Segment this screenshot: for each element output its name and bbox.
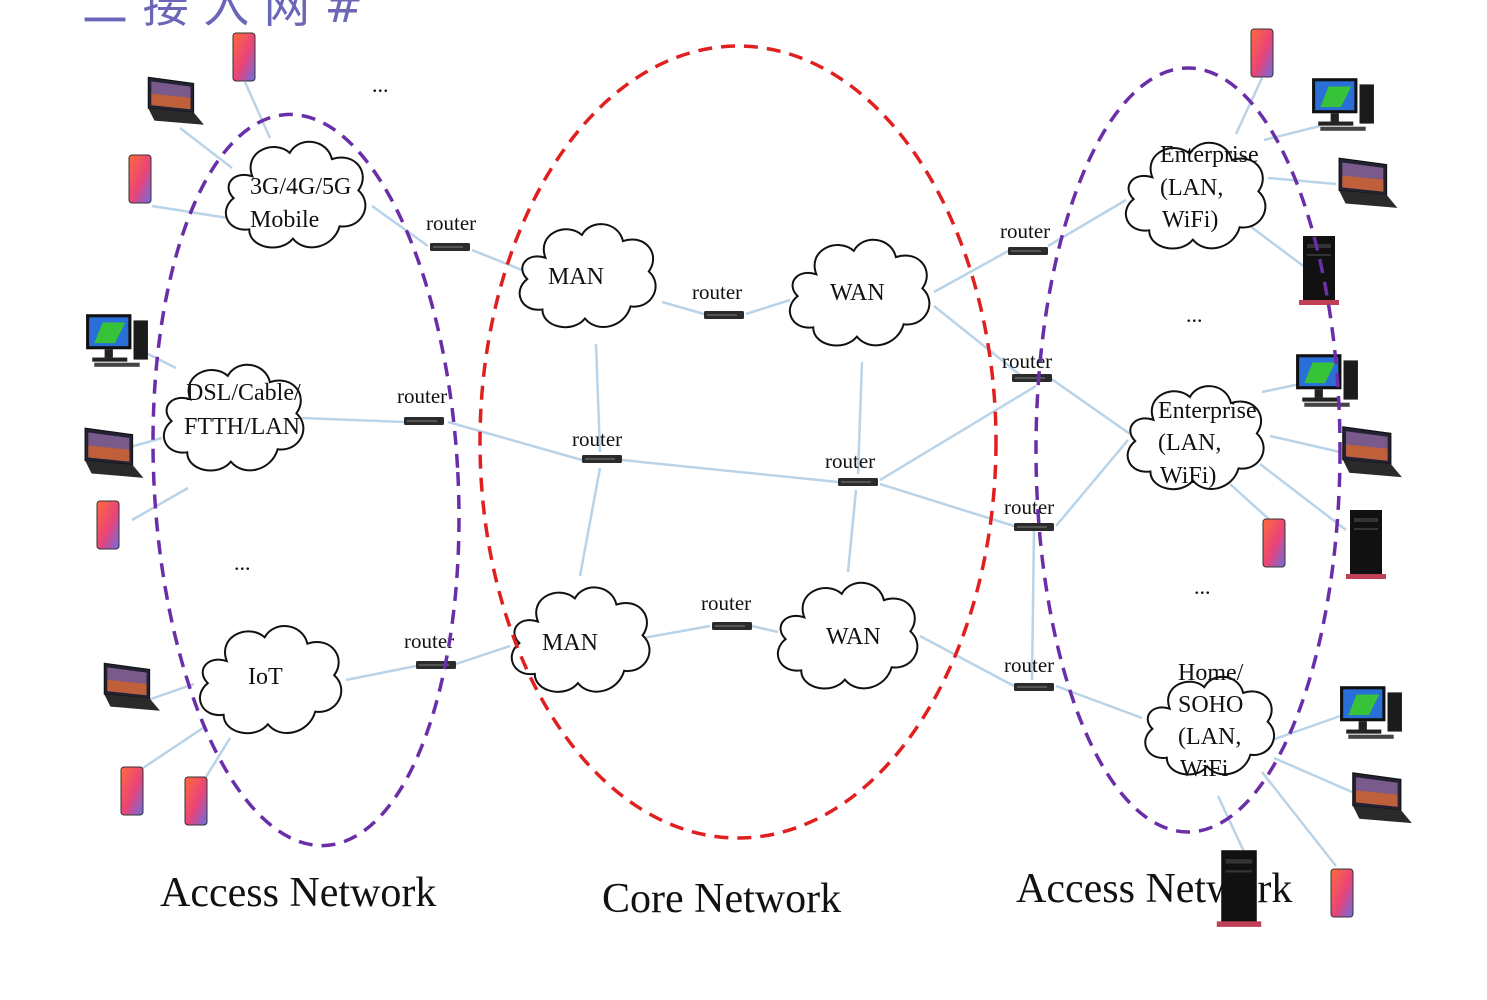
router-label: router <box>825 449 875 473</box>
router-icon <box>1014 523 1054 531</box>
cloud-enterprise-mid-line-3: WiFi) <box>1160 463 1216 489</box>
router-core-left: router <box>572 427 622 463</box>
phone-icon <box>1262 518 1286 568</box>
desktop-icon <box>1296 354 1358 407</box>
desktop-icon <box>86 314 148 367</box>
router-core-bottom: router <box>701 591 752 630</box>
phone-icon <box>232 32 256 82</box>
cloud-home-line-4: WiFi <box>1180 756 1229 782</box>
caption-access-network-right: Access Network <box>1016 866 1292 912</box>
routers: router router router router router route… <box>397 211 1054 691</box>
cloud-enterprise-mid-line-1: Enterprise <box>1158 398 1257 424</box>
phone-icon <box>96 500 120 550</box>
cloud-wan-bottom-label: WAN <box>826 624 881 650</box>
router-label: router <box>1004 653 1054 677</box>
caption-access-network-left: Access Network <box>160 870 436 916</box>
laptop-icon <box>1338 157 1398 209</box>
cloud-wan-top: WAN <box>788 237 932 348</box>
router-right-1: router <box>1000 219 1050 255</box>
router-icon <box>712 622 752 630</box>
router-icon <box>1012 374 1052 382</box>
core-network-boundary <box>478 44 998 840</box>
cloud-man-bottom-label: MAN <box>542 630 598 656</box>
phone-icon <box>120 766 144 816</box>
cloud-enterprise-mid: Enterprise (LAN, WiFi) <box>1125 384 1266 491</box>
router-icon <box>430 243 470 251</box>
router-dsl: router <box>397 384 447 425</box>
access-network-right-boundary <box>1034 66 1342 834</box>
router-label: router <box>404 629 454 653</box>
router-icon <box>1008 247 1048 255</box>
cloud-wan-bottom: WAN <box>776 581 920 691</box>
router-label: router <box>1004 495 1054 519</box>
ellipsis-right-2: ... <box>1194 574 1211 599</box>
cloud-man-top: MAN <box>517 222 658 329</box>
router-label: router <box>1000 219 1050 243</box>
cloud-dsl: DSL/Cable/ FTTH/LAN <box>164 365 304 471</box>
cloud-enterprise-mid-line-2: (LAN, <box>1158 430 1221 456</box>
router-right-2: router <box>1002 349 1052 382</box>
tower-pc-icon <box>1299 236 1339 305</box>
desktop-icon <box>1312 78 1374 131</box>
cloud-dsl-line-1: DSL/Cable/ <box>186 380 301 406</box>
cloud-home-line-1: Home/ <box>1178 660 1244 686</box>
router-iot: router <box>404 629 456 669</box>
laptop-icon <box>1352 772 1413 824</box>
ellipsis-right-1: ... <box>1186 302 1203 327</box>
ellipsis-top-left: ... <box>372 72 389 97</box>
phone-icon <box>184 776 208 826</box>
cloud-enterprise-top-line-3: WiFi) <box>1162 207 1218 233</box>
cloud-home-line-3: (LAN, <box>1178 724 1241 750</box>
router-label: router <box>572 427 622 451</box>
cloud-man-bottom: MAN <box>510 585 652 694</box>
router-icon <box>704 311 744 319</box>
router-mobile: router <box>426 211 476 251</box>
caption-core-network: Core Network <box>602 876 841 922</box>
cloud-iot-label: IoT <box>248 664 283 690</box>
access-network-left-boundary <box>151 112 461 848</box>
phone-icon <box>1250 28 1274 78</box>
router-icon <box>838 478 878 486</box>
laptop-icon <box>1342 426 1403 478</box>
desktop-icon <box>1340 686 1402 739</box>
cloud-enterprise-top-line-2: (LAN, <box>1160 175 1223 201</box>
tower-pc-icon <box>1346 510 1386 579</box>
laptop-icon <box>103 662 161 712</box>
cloud-wan-top-label: WAN <box>830 280 885 306</box>
router-right-4: router <box>1004 653 1054 691</box>
router-icon <box>416 661 456 669</box>
router-label: router <box>397 384 447 408</box>
cloud-man-top-label: MAN <box>548 264 604 290</box>
phone-icon <box>128 154 152 204</box>
router-label: router <box>1002 349 1052 373</box>
cloud-dsl-line-2: FTTH/LAN <box>184 414 300 440</box>
phone-icon <box>1330 868 1354 918</box>
router-core-top: router <box>692 280 744 319</box>
cloud-enterprise-top: Enterprise (LAN, WiFi) <box>1124 140 1268 251</box>
laptop-icon <box>147 76 205 126</box>
router-right-3: router <box>1004 495 1054 531</box>
router-icon <box>582 455 622 463</box>
router-label: router <box>426 211 476 235</box>
router-icon <box>1014 683 1054 691</box>
cloud-home: Home/ SOHO (LAN, WiFi <box>1143 660 1277 782</box>
cloud-mobile-line-1: 3G/4G/5G <box>250 174 351 200</box>
laptop-icon <box>84 427 144 479</box>
cloud-iot: IoT <box>198 624 343 735</box>
cloud-mobile-line-2: Mobile <box>250 207 319 233</box>
router-label: router <box>692 280 742 304</box>
cloud-mobile: 3G/4G/5G Mobile <box>224 140 368 250</box>
cloud-enterprise-top-line-1: Enterprise <box>1160 142 1259 168</box>
header-partial-text: 二 接 入 网 # <box>82 0 363 33</box>
ellipsis-mid-left: ... <box>234 550 251 575</box>
router-core-right: router <box>825 449 878 486</box>
cloud-home-line-2: SOHO <box>1178 692 1243 718</box>
router-icon <box>404 417 444 425</box>
router-label: router <box>701 591 751 615</box>
